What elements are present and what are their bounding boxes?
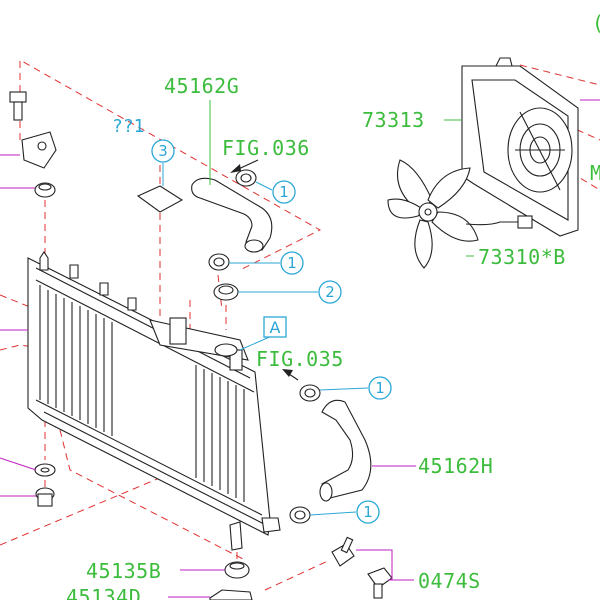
hose-clamp-lower-bottom: [289, 506, 311, 524]
upper-mount-cushion: [34, 182, 56, 198]
ref-circle-1-mid: 1: [280, 251, 304, 275]
cooling-fan: [387, 159, 533, 269]
label-45134d: 45134D: [66, 585, 141, 600]
leader-lines: [0, 99, 600, 598]
svg-text:1: 1: [279, 183, 289, 201]
lower-cushion-45135b: [224, 561, 250, 579]
ref-circle-1-fig035: 1: [368, 376, 392, 400]
label-plate: [136, 185, 184, 213]
hose-clamp-middle: [208, 253, 230, 271]
label-fig035: FIG.035: [256, 347, 344, 371]
svg-text:1: 1: [287, 254, 297, 272]
lower-mount-washer: [34, 463, 56, 477]
bolt-0474s-b: [367, 567, 393, 599]
label-73313: 73313: [362, 108, 425, 132]
label-45135b: 45135B: [86, 559, 161, 583]
hose-clamp-lower-top: [299, 384, 321, 402]
upper-bracket-bolt: [9, 91, 57, 169]
bolt-0474s-a: [331, 536, 355, 567]
lower-radiator-hose: [319, 399, 372, 502]
label-45162h: 45162H: [418, 454, 493, 478]
fan-shroud: [461, 57, 579, 237]
radiator-fins: [39, 285, 245, 502]
callout-a: A: [263, 316, 287, 338]
label-73310b: 73310*B: [478, 245, 566, 269]
ref-circle-3: 3: [151, 139, 175, 163]
radiator: [27, 251, 281, 551]
label-fig036: FIG.036: [222, 136, 310, 160]
ref-circle-1-bottom: 1: [356, 500, 380, 524]
hose-clamp-top: [235, 169, 257, 187]
svg-text:1: 1: [363, 503, 373, 521]
label-45162g: 45162G: [164, 74, 239, 98]
label-edge-top: (: [592, 11, 600, 35]
label-edge-m: M: [590, 161, 600, 185]
upper-radiator-hose: [191, 177, 273, 253]
svg-text:1: 1: [375, 379, 385, 397]
svg-text:2: 2: [325, 283, 335, 301]
label-unknown-part: ??1: [112, 116, 145, 137]
svg-text:A: A: [270, 318, 281, 337]
part-labels: 45162G FIG.036 73313 73310*B FIG.035 451…: [66, 11, 600, 600]
label-0474s: 0474S: [418, 569, 481, 593]
lower-bracket-45134d: [209, 589, 253, 600]
svg-text:3: 3: [158, 142, 168, 160]
radiator-cap-part: [213, 283, 239, 301]
ref-circle-2: 2: [318, 280, 342, 304]
ref-circle-1-fig036: 1: [272, 180, 296, 204]
lower-mount-cushion: [35, 487, 55, 507]
